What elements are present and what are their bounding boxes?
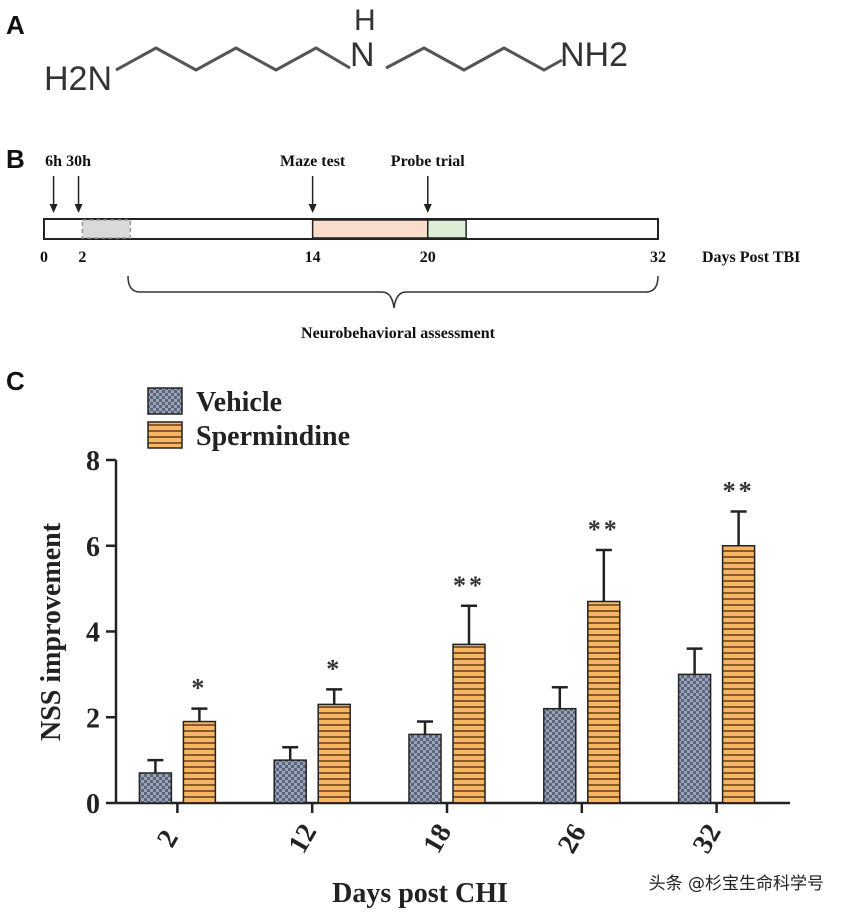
significance-marker-2: * <box>191 674 207 703</box>
bar-vehicle-26 <box>543 707 577 804</box>
y-tick-label-0: 0 <box>86 789 100 820</box>
x-axis-label: Days post CHI <box>332 878 508 909</box>
bar-spermindine-12 <box>317 703 351 804</box>
y-tick-label-6: 6 <box>86 532 100 563</box>
timeline-segment-1 <box>81 219 132 239</box>
timeline-event-arrowhead-3 <box>308 204 317 213</box>
timeline-bracket-label: Neurobehavioral assessment <box>301 325 496 342</box>
molecule-left-group: H2N <box>44 60 112 98</box>
timeline-event-arrowhead-1 <box>49 204 58 213</box>
bar-spermindine-26 <box>587 600 621 804</box>
bar-vehicle-32 <box>677 673 712 804</box>
molecule-chain-right <box>385 46 563 72</box>
bar-vehicle-12 <box>273 759 307 804</box>
panel-label-b: B <box>6 144 25 174</box>
legend-label-vehicle: Vehicle <box>196 387 282 418</box>
timeline-event-label-1: 6h <box>45 153 62 170</box>
timeline-event-label-2: 30h <box>66 153 91 170</box>
timeline-tick-14: 14 <box>305 249 321 266</box>
panel-label-c: C <box>6 366 25 396</box>
bar-spermindine-2 <box>182 720 217 804</box>
x-tick-label-2: 2 <box>151 825 185 853</box>
legend-label-spermindine: Spermindine <box>196 421 350 452</box>
timeline-event-arrowhead-4 <box>423 204 432 213</box>
y-tick-label-4: 4 <box>86 618 100 649</box>
y-axis: 0 2 4 6 8 <box>86 446 118 820</box>
x-axis: 2 12 18 26 32 <box>116 801 790 859</box>
legend-swatch-spermindine <box>147 421 183 449</box>
timeline-event-label-3: Maze test <box>280 153 346 170</box>
timeline-axis-label: Days Post TBI <box>702 249 800 266</box>
x-tick-label-26: 26 <box>552 819 593 859</box>
x-tick-label-18: 18 <box>417 819 458 859</box>
bar-spermindine-18 <box>452 643 486 804</box>
bar-series: ******** <box>138 476 756 804</box>
watermark-text: 头条 @杉宝生命科学号 <box>648 874 824 894</box>
timeline-segment-3 <box>427 219 467 239</box>
y-axis-label: NSS improvement <box>36 522 67 741</box>
bar-vehicle-2 <box>138 772 173 804</box>
timeline-tick-2: 2 <box>78 249 86 266</box>
significance-marker-32: ** <box>723 476 755 505</box>
timeline-event-arrowhead-2 <box>74 204 83 213</box>
timeline-bracket <box>127 275 659 309</box>
timeline-event-label-4: Probe trial <box>391 153 465 170</box>
legend-swatch-vehicle <box>147 387 183 415</box>
bar-vehicle-18 <box>408 733 442 804</box>
x-tick-label-12: 12 <box>282 819 323 859</box>
molecule-chain-left <box>115 46 351 72</box>
molecule-structure: H2N H N NH2 <box>44 4 628 98</box>
significance-marker-26: ** <box>588 515 620 544</box>
x-tick-label-32: 32 <box>687 819 728 859</box>
y-tick-label-8: 8 <box>86 446 100 477</box>
bar-spermindine-32 <box>721 545 756 804</box>
timeline-tick-0: 0 <box>40 249 48 266</box>
y-tick-label-2: 2 <box>86 703 100 734</box>
timeline-tick-20: 20 <box>420 249 436 266</box>
significance-marker-18: ** <box>453 571 485 600</box>
significance-marker-12: * <box>326 654 342 683</box>
timeline-segment-2 <box>311 219 429 239</box>
molecule-center-h: H <box>354 4 376 37</box>
panel-label-a: A <box>6 10 25 40</box>
timeline-tick-32: 32 <box>650 249 666 266</box>
molecule-right-group: NH2 <box>560 36 628 74</box>
molecule-center-n: N <box>350 36 375 74</box>
